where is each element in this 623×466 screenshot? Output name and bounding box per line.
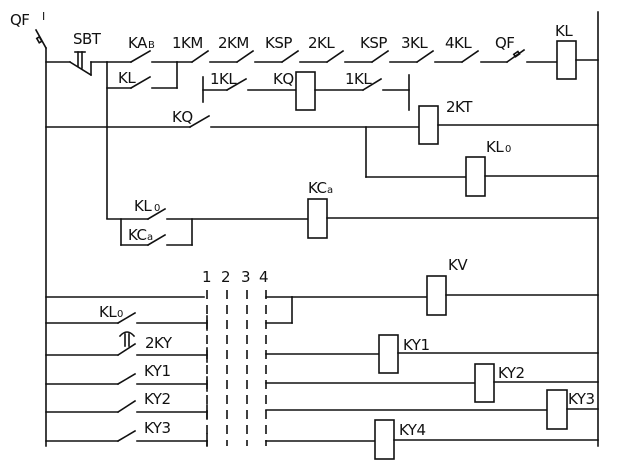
row-4: KL 0 [365, 126, 599, 197]
svg-text:1KL: 1KL [345, 70, 372, 88]
sbt-label: SBT [73, 30, 102, 48]
test-button-sbt: SBT [45, 30, 108, 77]
svg-text:0: 0 [117, 309, 123, 320]
svg-text:a: a [327, 185, 333, 196]
breaker-label: QF [10, 11, 29, 29]
terminal-label: 4 [259, 268, 268, 286]
terminal-label: 1 [202, 268, 211, 286]
svg-text:KY1: KY1 [403, 336, 430, 354]
hold-contact-kl: KL [106, 61, 178, 90]
svg-text:B: B [148, 40, 155, 51]
svg-text:2KY: 2KY [145, 334, 173, 352]
svg-text:KQ: KQ [273, 70, 294, 88]
row-1: KA B 1KM 2KM KSP 2KL KSP 3KL 4KL QF [106, 22, 599, 80]
svg-text:0: 0 [505, 144, 511, 155]
coil-ky4 [374, 419, 395, 460]
coil-ky3 [546, 389, 568, 430]
svg-text:a: a [147, 232, 153, 243]
row-3: KQ 2KT [45, 98, 599, 145]
terminal-label: 3 [241, 268, 250, 286]
contact-label: KA [128, 34, 148, 52]
svg-text:KV: KV [448, 256, 468, 274]
breaker-qf: QF I [10, 10, 48, 50]
coil-ky1 [378, 334, 399, 374]
svg-text:KL: KL [99, 303, 117, 321]
terminal-label: 2 [221, 268, 230, 286]
svg-text:KL: KL [118, 69, 136, 87]
svg-text:KL: KL [486, 138, 504, 156]
svg-text:KL: KL [134, 197, 152, 215]
contact-label: KSP [265, 34, 292, 52]
svg-text:KC: KC [308, 179, 327, 197]
contact-label: 4KL [445, 34, 472, 52]
svg-text:KY3: KY3 [144, 419, 171, 437]
row-2: 1KL KQ 1KL [202, 70, 410, 111]
coil-klo [465, 156, 486, 197]
coil-kl [556, 40, 577, 80]
coil-kca [307, 198, 328, 239]
contact-label: 2KL [308, 34, 335, 52]
contact-label: 3KL [401, 34, 428, 52]
svg-text:2KT: 2KT [446, 98, 473, 116]
svg-text:1KL: 1KL [210, 70, 237, 88]
svg-text:KC: KC [128, 226, 147, 244]
svg-text:KQ: KQ [172, 108, 193, 126]
coil-2kt [418, 105, 439, 145]
contact-label: 2KM [218, 34, 249, 52]
svg-text:KY2: KY2 [144, 390, 171, 408]
contact-label: 1KM [172, 34, 203, 52]
coil-kv [426, 275, 447, 316]
coil-ky2 [474, 363, 495, 403]
svg-text:KY4: KY4 [399, 421, 426, 439]
terminal-strip: 1 2 3 4 [202, 268, 269, 446]
contact-label: KSP [360, 34, 387, 52]
svg-text:KY3: KY3 [568, 390, 595, 408]
svg-text:0: 0 [154, 203, 160, 214]
bottom-inputs: KL 0 2KY KY1 KY2 KY3 [45, 296, 208, 447]
row-5: KL 0 KC a KC a [106, 179, 599, 247]
contact-label: QF [495, 34, 514, 52]
breaker-mark: I [42, 10, 45, 23]
bottom-outputs: KV KY1 KY2 KY3 KY4 [265, 256, 599, 460]
svg-text:KY1: KY1 [144, 362, 171, 380]
coil-label: KL [555, 22, 573, 40]
svg-text:KY2: KY2 [498, 364, 525, 382]
coil-kq [295, 71, 316, 111]
